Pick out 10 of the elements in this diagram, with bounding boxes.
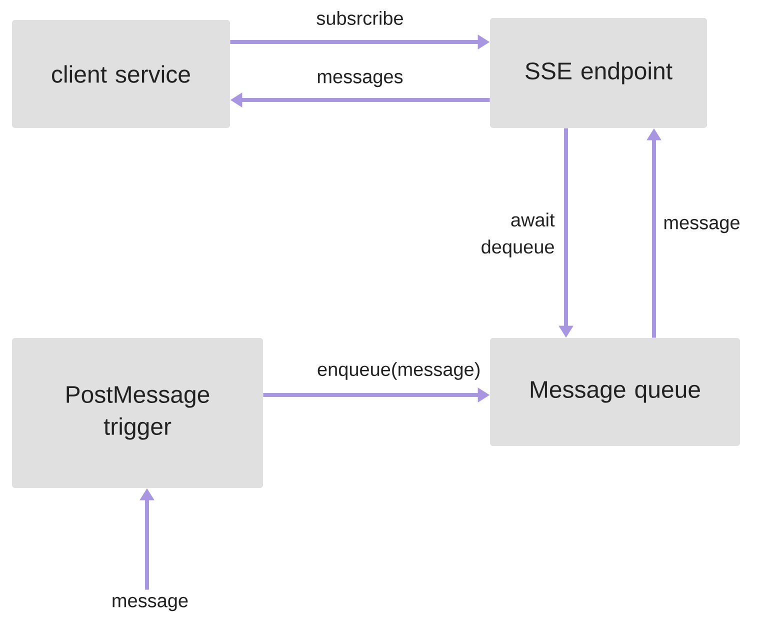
process-box: SSE endpoint <box>490 18 707 128</box>
edge-label: enqueue(message) <box>318 362 480 380</box>
edge-label: subsrcribe <box>316 11 403 25</box>
process-box: client service <box>12 20 230 128</box>
edge-label: message <box>664 218 740 234</box>
edge-label: messages <box>318 72 403 88</box>
process-box: Message queue <box>490 338 740 446</box>
source-label: message <box>112 596 188 612</box>
process-box: PostMessage trigger <box>12 338 263 488</box>
edge-label: await dequeue <box>482 212 555 258</box>
